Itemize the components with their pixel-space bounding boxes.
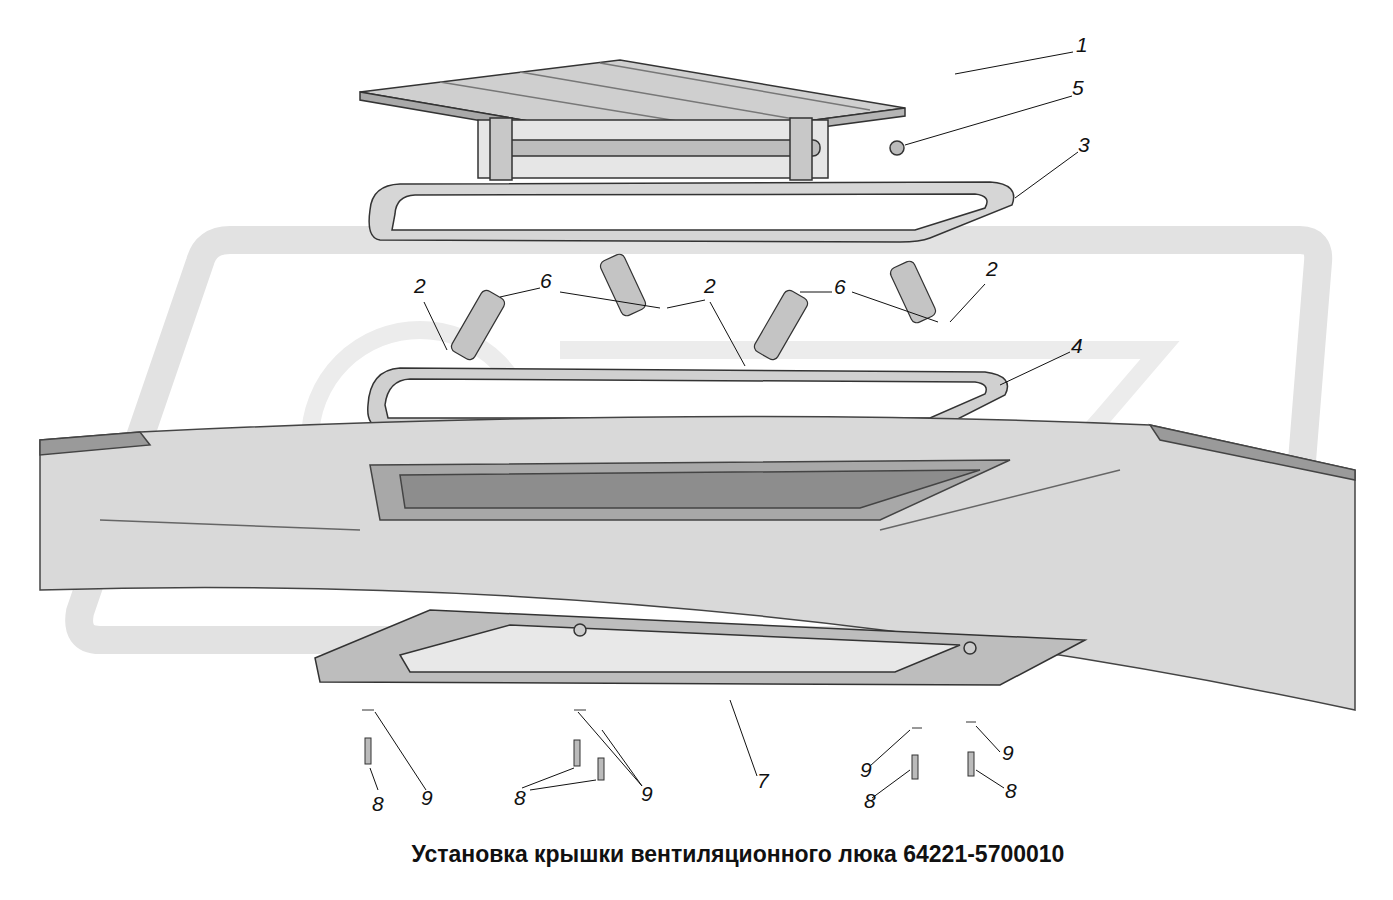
callout-number: 9: [1002, 742, 1014, 763]
callout-number: 8: [1005, 780, 1017, 801]
caption: Установка крышки вентиляционного люка 64…: [412, 842, 1065, 867]
callout-number: 9: [421, 787, 433, 808]
callout-number: 9: [860, 759, 872, 780]
callout-number: 9: [641, 783, 653, 804]
callout-number: 2: [414, 275, 426, 296]
callout-number: 7: [757, 770, 769, 791]
frame: [369, 182, 1014, 242]
springs: [449, 252, 937, 361]
leader-lines: [370, 52, 1078, 798]
callout-number: 4: [1071, 335, 1083, 356]
callout-number: 6: [540, 270, 552, 291]
callout-number: 8: [372, 793, 384, 814]
callout-number: 5: [1072, 77, 1084, 98]
callout-number: 8: [864, 790, 876, 811]
callout-number: 8: [514, 787, 526, 808]
inner-frame: [315, 610, 1085, 685]
callout-number: 2: [986, 258, 998, 279]
cab-roof: [40, 416, 1355, 710]
callout-number: 6: [834, 276, 846, 297]
hatch-cover: [360, 60, 905, 180]
screws: [362, 710, 976, 780]
callout-number: 3: [1078, 134, 1090, 155]
callout-number: 1: [1076, 34, 1088, 55]
callout-number: 2: [704, 275, 716, 296]
